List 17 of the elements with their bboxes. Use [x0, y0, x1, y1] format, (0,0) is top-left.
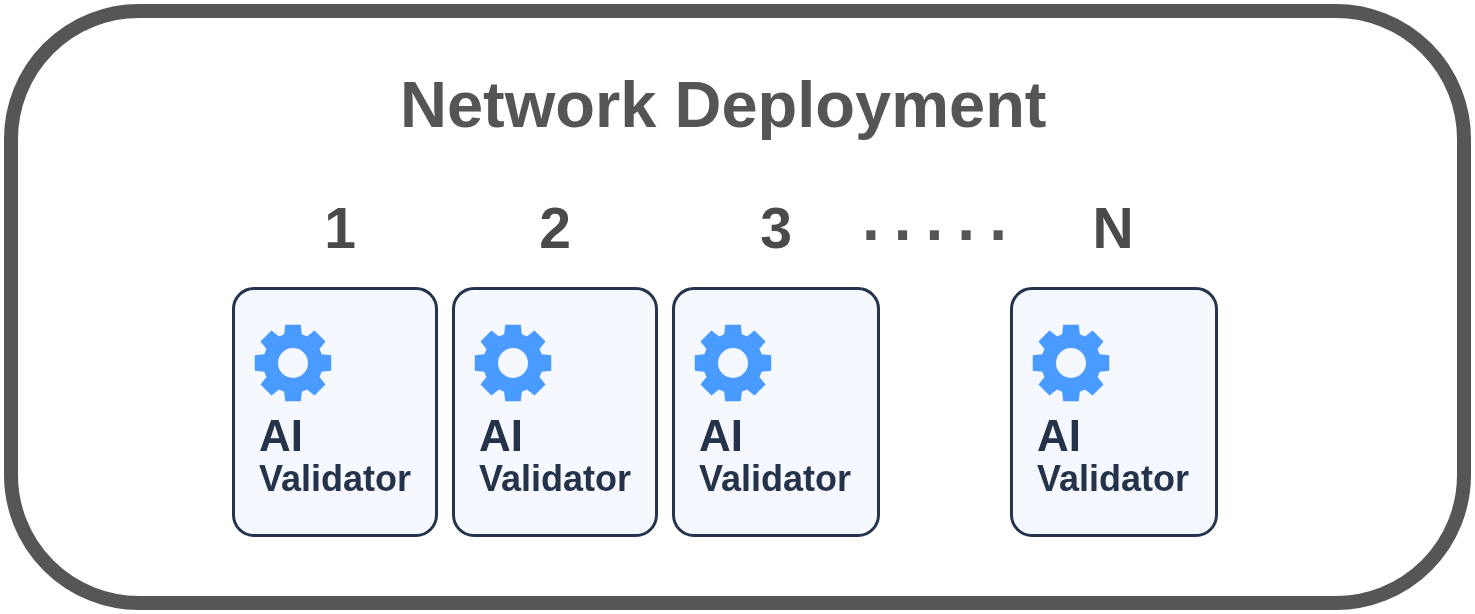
sequence-number: 2: [539, 200, 571, 257]
sequence-number: 3: [760, 200, 792, 257]
validator-card: [672, 287, 880, 537]
node-heading: AI: [259, 414, 303, 458]
ellipsis-label: .....: [862, 186, 1021, 250]
node-label: Validator: [479, 461, 632, 497]
node-heading: AI: [479, 414, 523, 458]
node-label: Validator: [1037, 461, 1190, 497]
node-heading: AI: [699, 414, 743, 458]
validator-card: [452, 287, 658, 537]
sequence-number: 1: [324, 200, 356, 257]
validator-card: [232, 287, 438, 537]
node-label: Validator: [259, 461, 412, 497]
sequence-number: N: [1092, 200, 1134, 257]
validator-card: [1010, 287, 1218, 537]
node-label: Validator: [699, 461, 852, 497]
node-heading: AI: [1037, 414, 1081, 458]
